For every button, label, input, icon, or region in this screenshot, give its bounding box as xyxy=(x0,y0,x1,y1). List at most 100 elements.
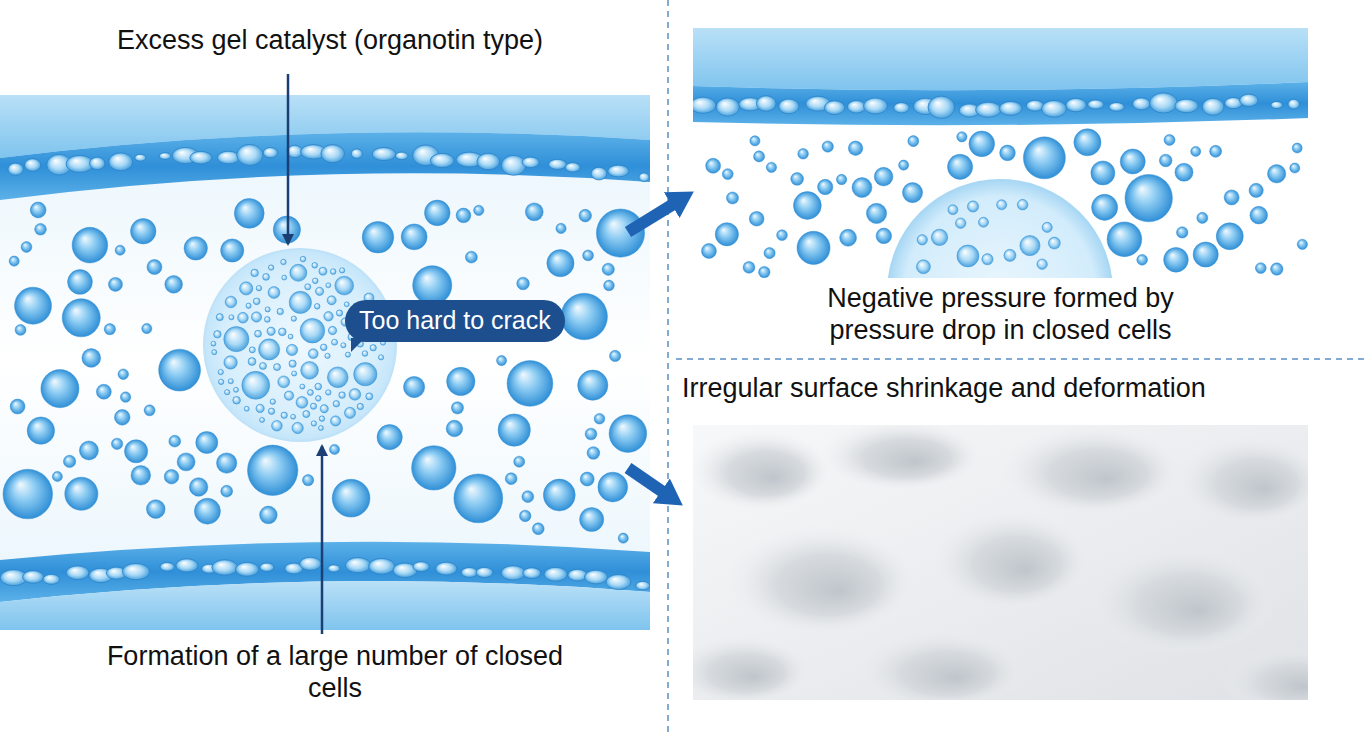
caption-text: Excess gel catalyst (organotin type) xyxy=(40,24,620,56)
band-cell xyxy=(501,155,526,175)
foam-bubble xyxy=(265,307,270,312)
foam-bubble xyxy=(326,390,332,396)
band-cell xyxy=(328,565,340,572)
band-cell xyxy=(639,173,649,182)
divider-line xyxy=(667,0,669,735)
foam-bubble xyxy=(125,440,148,463)
collapsing-cell xyxy=(888,180,1112,278)
foam-bubble xyxy=(587,447,600,460)
foam-bubble xyxy=(874,167,893,186)
foam-bubble xyxy=(561,293,607,339)
foam-bubble xyxy=(706,158,721,173)
foam-bubble xyxy=(514,456,525,467)
foam-bubble xyxy=(144,405,155,416)
foam-bubble xyxy=(344,302,349,307)
foam-bubble xyxy=(556,223,566,233)
band-cell xyxy=(321,145,345,163)
foam-bubble xyxy=(543,479,575,511)
foam-bubble xyxy=(270,399,276,405)
foam-bubble xyxy=(65,477,98,510)
foam-bubble xyxy=(335,276,354,295)
foam-bubble xyxy=(260,417,265,422)
foam-bubble xyxy=(165,276,183,294)
foam-bubble xyxy=(96,384,111,399)
foam-bubble xyxy=(1107,222,1142,257)
foam-bubble xyxy=(836,174,846,184)
band-cell xyxy=(1066,98,1087,112)
foam-bubble xyxy=(62,299,100,337)
foam-bubble xyxy=(278,376,290,388)
shrunk-surface-panel xyxy=(693,425,1308,700)
foam-bubble xyxy=(519,510,531,522)
foam-bubble xyxy=(1210,145,1222,157)
band-cells xyxy=(693,93,1300,119)
foam-bubble xyxy=(797,231,830,264)
foam-bubble xyxy=(118,369,129,380)
band-cell xyxy=(395,152,408,160)
foam-bubble xyxy=(308,349,318,359)
band-cell xyxy=(263,147,278,157)
foam-bubble xyxy=(1092,194,1118,220)
top-skin xyxy=(693,28,1308,90)
foam-bubble xyxy=(225,296,237,308)
band-cell xyxy=(1026,100,1044,111)
foam-bubble xyxy=(1191,146,1201,156)
foam-bubble xyxy=(957,245,979,267)
foam-bubble xyxy=(224,327,249,352)
foam-bubble xyxy=(722,169,733,180)
foam-bubble xyxy=(902,183,922,203)
foam-bubble xyxy=(292,422,303,433)
foam-bubble xyxy=(1193,242,1218,267)
foam-bubble xyxy=(111,438,122,449)
leader-arrow xyxy=(321,446,324,634)
surface-dent xyxy=(1000,425,1180,515)
foam-bubble xyxy=(268,408,274,414)
foam-bubble xyxy=(238,312,249,323)
foam-bubble xyxy=(969,131,995,157)
band-cell xyxy=(369,558,395,574)
foam-bubble xyxy=(798,148,809,159)
leader-arrow xyxy=(287,74,290,244)
foam-bubble xyxy=(142,323,152,333)
foam-bubble xyxy=(1249,183,1263,197)
foam-bubble xyxy=(221,485,233,497)
band-cell xyxy=(159,153,171,160)
foam-bubble xyxy=(256,285,262,291)
foam-bubble xyxy=(218,379,223,384)
foam-bubble xyxy=(268,287,280,299)
foam-bubble xyxy=(301,361,319,379)
foam-bubble xyxy=(1037,259,1048,270)
foam-bubble xyxy=(1023,137,1065,179)
foam-bubble xyxy=(876,228,892,244)
foam-panel: Too hard to crackExcess gel catalyst (or… xyxy=(0,0,628,735)
band-cell xyxy=(568,569,587,581)
foam-bubble xyxy=(957,132,967,142)
band-cell xyxy=(24,159,40,172)
foam-bubble xyxy=(1017,199,1028,210)
foam-bubble xyxy=(9,256,19,266)
foam-bubble xyxy=(41,370,79,408)
foam-bubble xyxy=(311,421,316,426)
foam-bubble xyxy=(325,353,330,358)
band-cell xyxy=(693,97,716,113)
band-cell xyxy=(1132,98,1150,110)
foam-bubble xyxy=(982,254,993,265)
foam-bubble xyxy=(456,208,471,223)
band-cell xyxy=(1088,100,1104,109)
surface-dent xyxy=(855,630,1025,700)
surface-dent xyxy=(1175,435,1308,525)
band-cell xyxy=(608,165,629,177)
foam-bubble xyxy=(497,356,507,366)
surface-dent xyxy=(930,510,1090,610)
foam-bubble xyxy=(1271,263,1283,275)
foam-bubble xyxy=(315,383,322,390)
band-cell xyxy=(584,570,607,584)
band-cell xyxy=(435,562,457,575)
band-cell xyxy=(235,562,258,576)
foam-bubble xyxy=(224,356,237,369)
band-cell xyxy=(23,571,44,584)
caption-text: Formation of a large number of closed ce… xyxy=(105,640,565,705)
foam-bubble xyxy=(240,282,253,295)
foam-bubble xyxy=(146,500,165,519)
